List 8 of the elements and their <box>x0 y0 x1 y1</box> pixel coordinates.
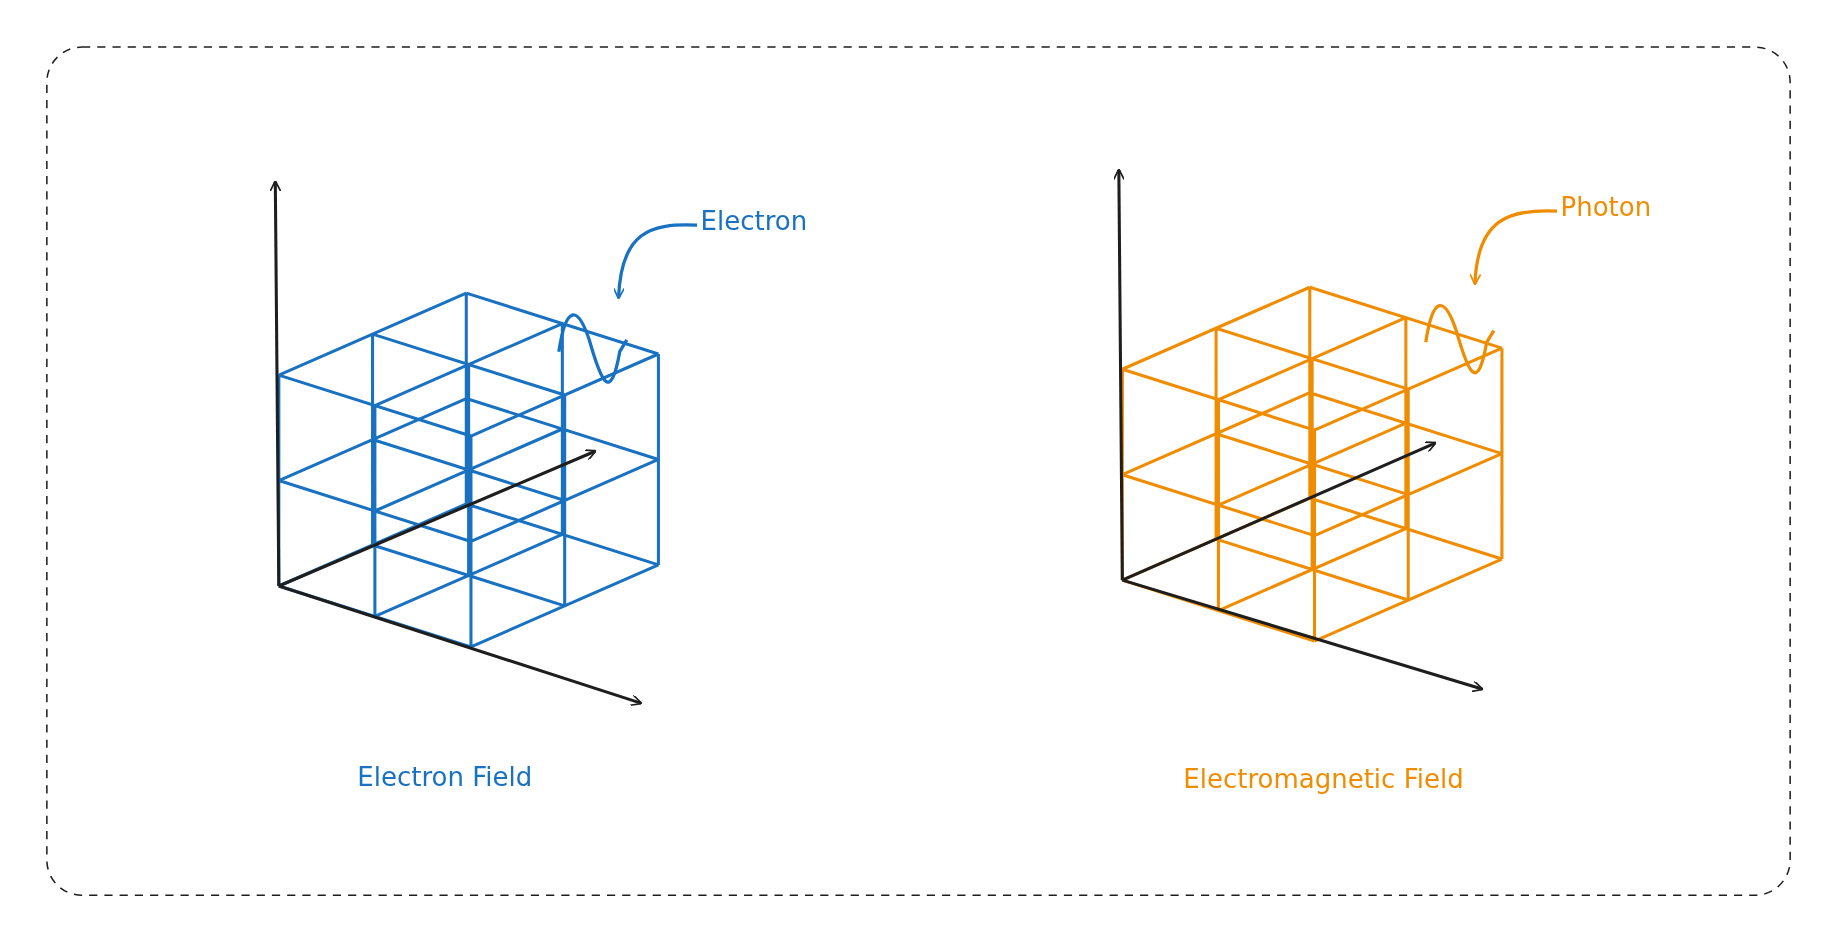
wave-drawing <box>1424 304 1496 375</box>
leader-arrow <box>613 223 698 300</box>
callout-label: Photon <box>1560 192 1652 223</box>
field-caption: Electromagnetic Field <box>1183 763 1464 794</box>
field-caption: Electron Field <box>357 761 533 792</box>
leader-arrow <box>1469 209 1558 286</box>
callout-label: Electron <box>700 206 808 237</box>
wave-drawing <box>557 313 629 384</box>
